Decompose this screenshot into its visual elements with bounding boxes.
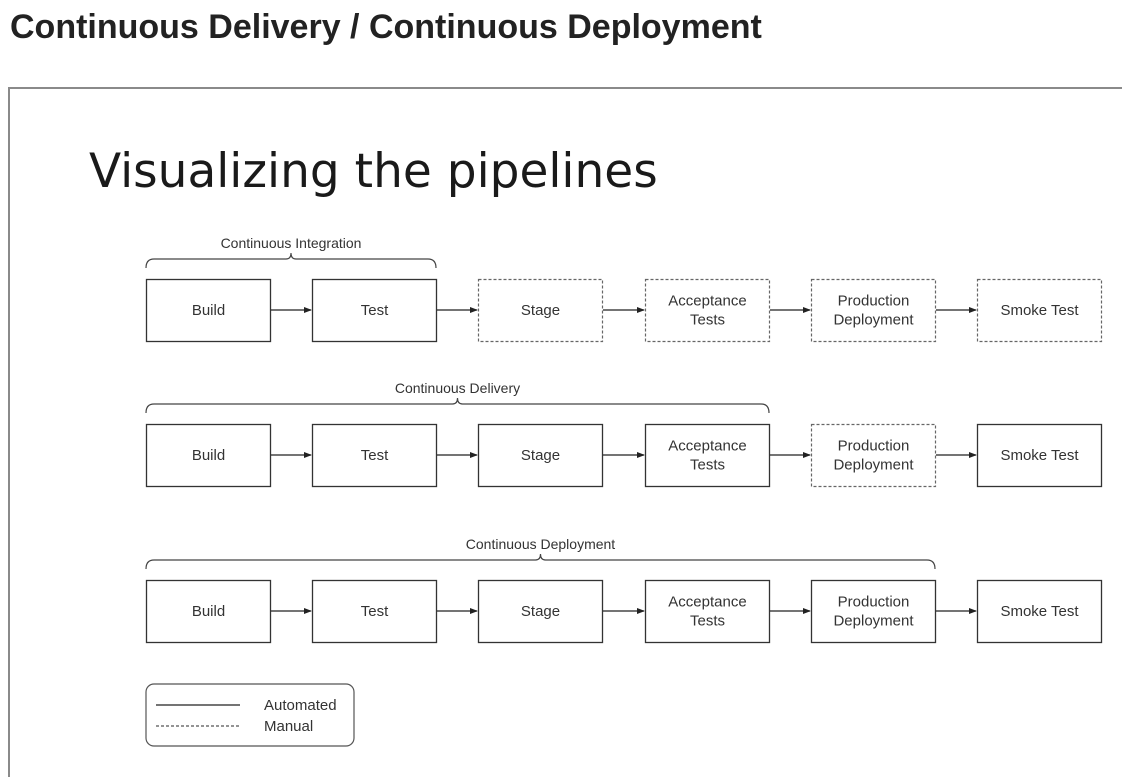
- stage-box-smoke-test-manual: [976, 278, 1103, 343]
- stage-box-production-deployment-automated: [810, 579, 937, 644]
- stage-label: Build: [192, 447, 225, 464]
- stage-label: Deployment: [833, 613, 914, 630]
- bracket-label-continuous-deployment: Continuous Deployment: [466, 536, 616, 552]
- stage-box-stage-manual: [477, 278, 604, 343]
- stage-box-test-automated: [311, 423, 438, 488]
- stage-box-acceptance-tests-automated: [644, 579, 771, 644]
- bracket-label-continuous-delivery: Continuous Delivery: [395, 380, 520, 396]
- stage-label: Production: [838, 594, 910, 611]
- stage-label: Acceptance: [668, 438, 746, 455]
- stage-label: Tests: [690, 457, 725, 474]
- stage-label: Smoke Test: [1000, 302, 1079, 319]
- stage-box-stage-automated: [477, 579, 604, 644]
- bracket-continuous-delivery: [145, 397, 770, 414]
- stage-label: Tests: [690, 613, 725, 630]
- legend-automated-label: Automated: [264, 697, 337, 714]
- bracket-continuous-integration: [145, 252, 437, 269]
- stage-box-smoke-test-automated: [976, 579, 1103, 644]
- stage-label: Stage: [521, 447, 560, 464]
- stage-label: Test: [361, 302, 389, 319]
- stage-label: Acceptance: [668, 293, 746, 310]
- legend-box: [145, 683, 355, 747]
- stage-box-test-automated: [311, 579, 438, 644]
- stage-label: Build: [192, 603, 225, 620]
- stage-box-build-automated: [145, 579, 272, 644]
- stage-label: Test: [361, 603, 389, 620]
- stage-label: Production: [838, 293, 910, 310]
- bracket-continuous-deployment: [145, 553, 936, 570]
- stage-label: Build: [192, 302, 225, 319]
- stage-label: Tests: [690, 312, 725, 329]
- page-title: Continuous Delivery / Continuous Deploym…: [10, 8, 762, 46]
- bracket-label-continuous-integration: Continuous Integration: [221, 235, 362, 251]
- stage-box-acceptance-tests-automated: [644, 423, 771, 488]
- stage-box-build-automated: [145, 423, 272, 488]
- stage-label: Smoke Test: [1000, 447, 1079, 464]
- stage-box-acceptance-tests-manual: [644, 278, 771, 343]
- stage-box-stage-automated: [477, 423, 604, 488]
- stage-box-build-automated: [145, 278, 272, 343]
- stage-label: Deployment: [833, 312, 914, 329]
- legend-manual-label: Manual: [264, 718, 313, 735]
- stage-label: Production: [838, 438, 910, 455]
- stage-box-test-automated: [311, 278, 438, 343]
- stage-label: Stage: [521, 302, 560, 319]
- stage-box-smoke-test-automated: [976, 423, 1103, 488]
- stage-box-production-deployment-manual: [810, 278, 937, 343]
- stage-label: Stage: [521, 603, 560, 620]
- stage-label: Acceptance: [668, 594, 746, 611]
- slide-heading: Visualizing the pipelines: [89, 144, 658, 199]
- stage-label: Test: [361, 447, 389, 464]
- stage-label: Smoke Test: [1000, 603, 1079, 620]
- stage-label: Deployment: [833, 457, 914, 474]
- stage-box-production-deployment-manual: [810, 423, 937, 488]
